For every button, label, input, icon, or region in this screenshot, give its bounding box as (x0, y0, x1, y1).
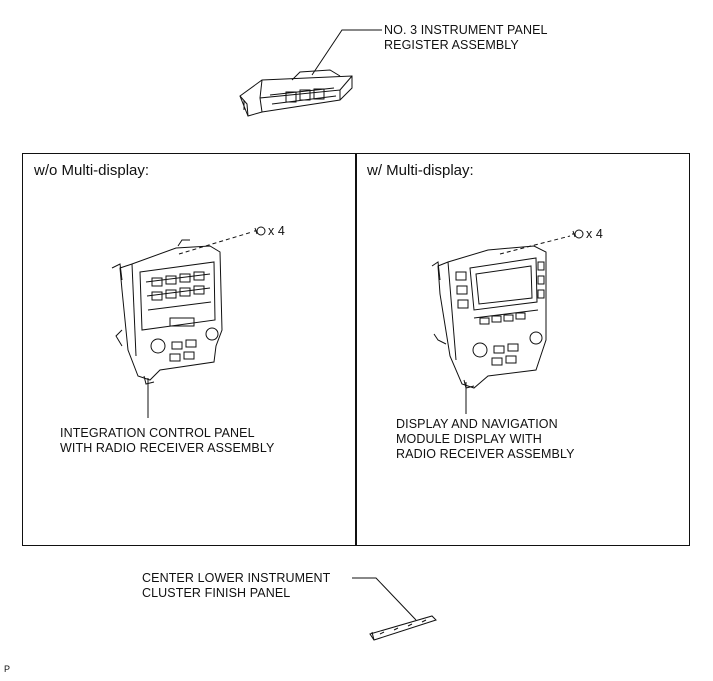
left-panel-box: w/o Multi-display: (22, 153, 357, 546)
register-assembly-label: NO. 3 INSTRUMENT PANEL REGISTER ASSEMBLY (384, 23, 548, 52)
register-leader-line (311, 29, 382, 76)
register-assembly-drawing (239, 69, 353, 117)
right-panel-box: w/ Multi-display: (355, 153, 690, 546)
left-screw-drawing (254, 226, 266, 236)
integration-control-panel-label: INTEGRATION CONTROL PANEL WITH RADIO REC… (60, 426, 275, 455)
display-navigation-module-drawing (431, 245, 547, 389)
right-screw-count: x 4 (586, 227, 603, 241)
left-screw-count: x 4 (268, 224, 285, 238)
right-panel-header: w/ Multi-display: (367, 162, 474, 179)
corner-mark: P (4, 664, 11, 674)
finish-panel-label: CENTER LOWER INSTRUMENT CLUSTER FINISH P… (142, 571, 331, 600)
finish-panel-drawing (369, 615, 437, 641)
right-screw-dashed-line (499, 235, 571, 255)
integration-control-panel-drawing (111, 239, 223, 385)
right-screw-drawing (572, 229, 584, 239)
finish-panel-leader-line (352, 577, 417, 621)
left-panel-header: w/o Multi-display: (34, 162, 150, 179)
display-navigation-module-label: DISPLAY AND NAVIGATION MODULE DISPLAY WI… (396, 417, 575, 461)
left-screw-dashed-line (178, 231, 253, 255)
